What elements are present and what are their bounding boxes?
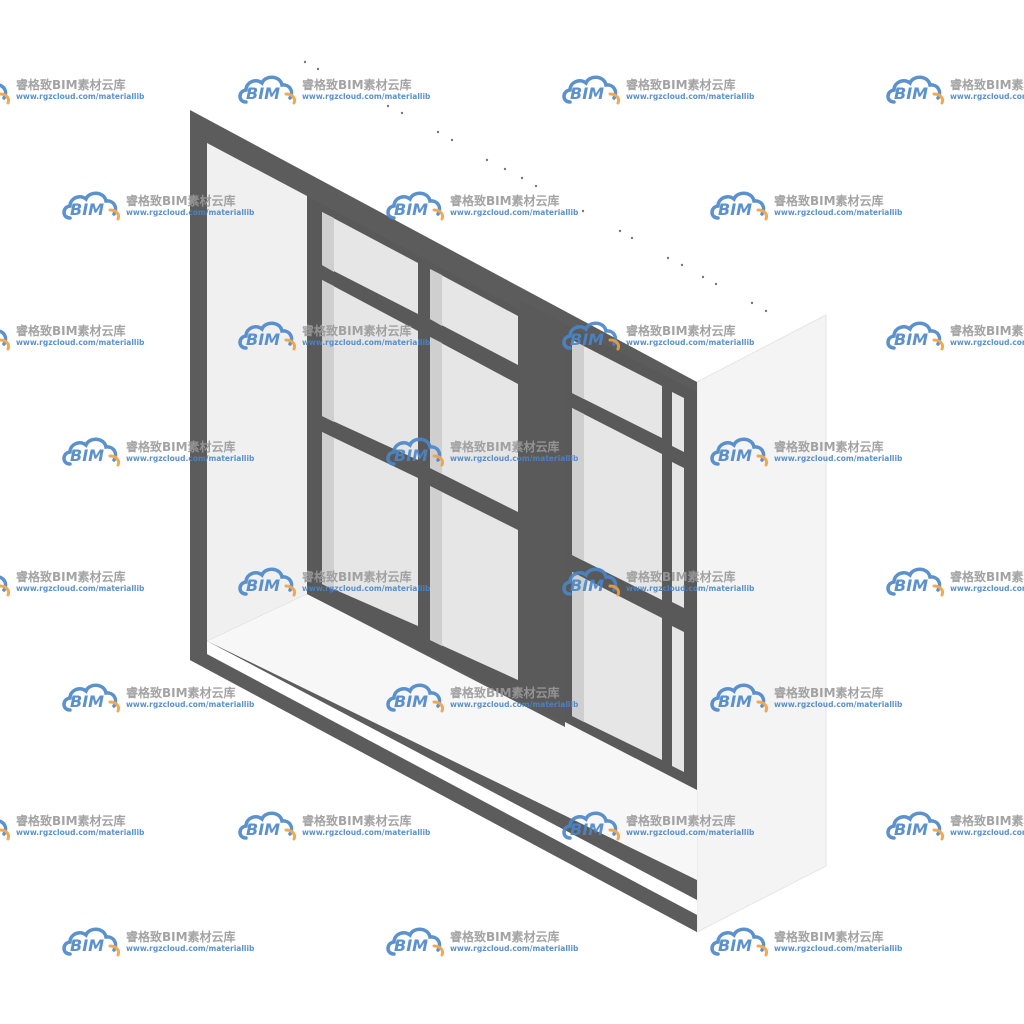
pane-r-b1: [572, 408, 662, 600]
pane-r-c2: [672, 626, 684, 772]
pane-shade-b1: [322, 280, 334, 422]
pane-r-a2: [672, 392, 684, 452]
center-mullion: [520, 300, 565, 722]
wall-side-face: [696, 314, 827, 933]
pane-b1: [322, 280, 418, 460]
pane-shade-c2: [430, 486, 442, 646]
pane-b2: [430, 337, 518, 512]
pane-shade-a1: [322, 212, 334, 272]
frame-bottom-rail: [190, 645, 697, 932]
pane-shade-r-b1: [572, 408, 584, 561]
dotted-guide-line: [303, 60, 768, 313]
pane-c1: [322, 432, 418, 626]
pane-shade-c1: [322, 432, 334, 590]
pane-r-b2: [672, 462, 684, 608]
pane-c2: [430, 486, 518, 680]
bottom-reveal: [207, 641, 697, 915]
right-bottom-reveal: [565, 722, 697, 880]
pane-r-a1: [572, 340, 662, 438]
left-glass-panel: [207, 143, 307, 641]
pane-r-c1: [572, 572, 662, 760]
pane-shade-r-c1: [572, 572, 584, 722]
pane-a1: [322, 212, 418, 314]
pane-shade-b2: [430, 337, 442, 474]
pane-shade-r-a1: [572, 340, 584, 399]
pane-a2: [430, 269, 518, 365]
pane-shade-a2: [430, 269, 442, 326]
